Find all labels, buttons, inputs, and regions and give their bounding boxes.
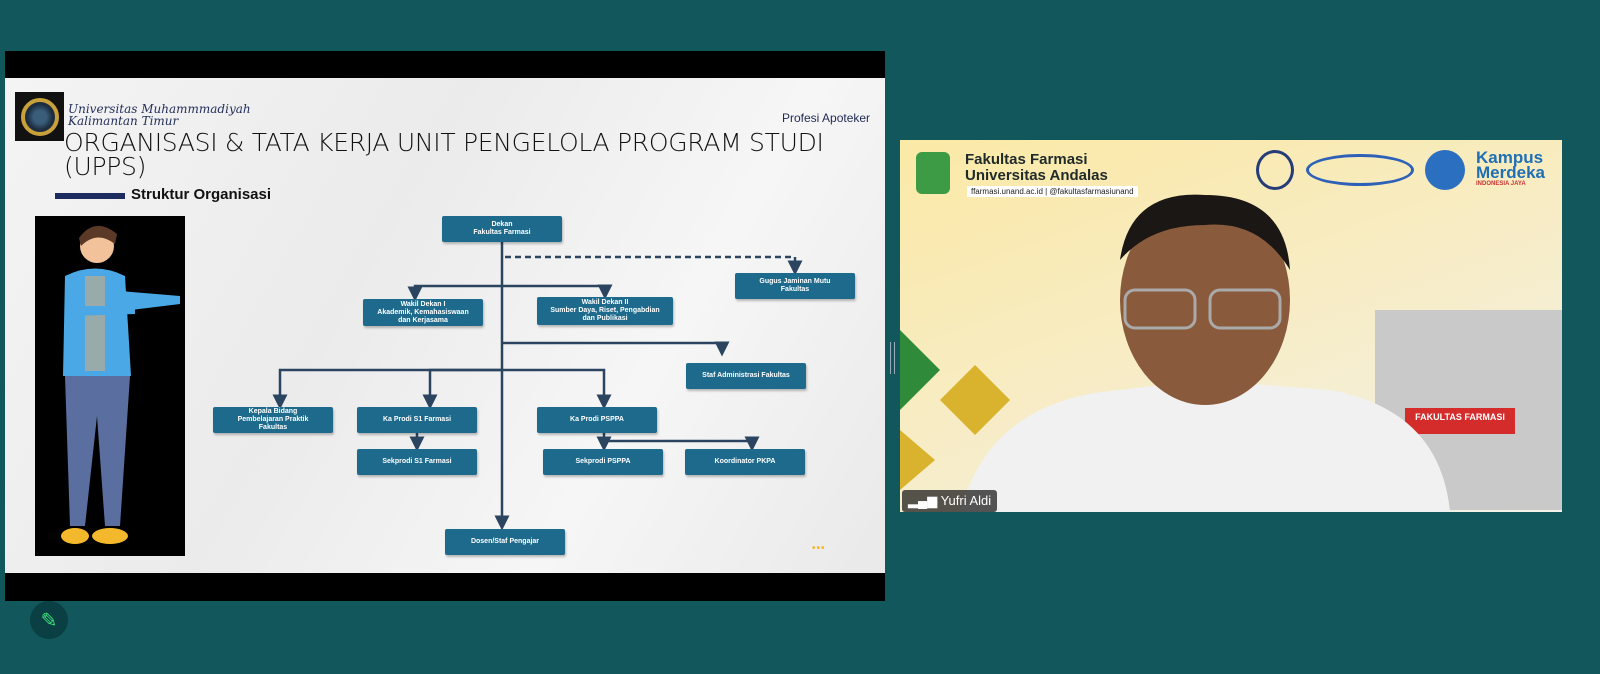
- org-box-dosen: Dosen/Staf Pengajar: [445, 529, 565, 555]
- org-box-wakil-dekan-1: Wakil Dekan I Akademik, Kemahasiswaan da…: [363, 299, 483, 326]
- participant-name: Yufri Aldi: [940, 493, 992, 508]
- org-box-gugus: Gugus Jaminan Mutu Fakultas: [735, 273, 855, 299]
- org-box-staf-admin: Staf Administrasi Fakultas: [686, 363, 806, 389]
- unand-logo: [916, 152, 950, 194]
- participant-name-tag: ▂▄▆ Yufri Aldi: [902, 490, 998, 512]
- slide-title: ORGANISASI & TATA KERJA UNIT PENGELOLA P…: [64, 128, 824, 181]
- faculty-line: Universitas Andalas: [965, 167, 1108, 184]
- pencil-icon: ✎: [40, 609, 58, 632]
- org-box-dekan: Dekan Fakultas Farmasi: [442, 216, 562, 242]
- kampus-sub: INDONESIA JAYA: [1476, 181, 1526, 187]
- slide-subtitle: Struktur Organisasi: [131, 186, 272, 203]
- faculty-line: Fakultas Farmasi: [965, 151, 1088, 168]
- annotate-button[interactable]: ✎: [30, 601, 68, 639]
- org-box-sekprodi-psppa: Sekprodi PSPPA: [543, 449, 663, 475]
- university-logo: [15, 92, 64, 141]
- lamkes-logo: [1256, 150, 1294, 190]
- kemendikbud-logo: [1425, 150, 1465, 190]
- building-sign: FAKULTAS FARMASI: [1415, 412, 1505, 422]
- video-background: [900, 194, 1562, 512]
- org-box-wakil-dekan-2: Wakil Dekan II Sumber Daya, Riset, Penga…: [537, 297, 673, 325]
- program-label: Profesi Apoteker: [782, 111, 871, 125]
- org-box-koordinator: Koordinator PKPA: [685, 449, 805, 475]
- resize-handle[interactable]: [890, 342, 895, 374]
- university-line: Universitas Muhammmadiyah: [68, 102, 251, 116]
- kampus-line: Kampus: [1476, 148, 1544, 167]
- org-box-kaprodi-psppa: Ka Prodi PSPPA: [537, 407, 657, 433]
- character-illustration: [35, 216, 185, 556]
- slide-dots: •••: [812, 543, 826, 554]
- aun-qa-logo: [1306, 154, 1414, 186]
- org-box-sekprodi-s1: Sekprodi S1 Farmasi: [357, 449, 477, 475]
- university-line: Kalimantan Timur: [68, 114, 179, 128]
- signal-icon: ▂▄▆: [908, 493, 941, 508]
- org-box-kepala-bidang: Kepala Bidang Pembelajaran Praktik Fakul…: [213, 407, 333, 433]
- subtitle-bar: [55, 193, 125, 199]
- kampus-line: Merdeka: [1476, 163, 1545, 182]
- faculty-web: ffarmasi.unand.ac.id | @fakultasfarmasiu…: [967, 186, 1138, 197]
- org-box-kaprodi-s1: Ka Prodi S1 Farmasi: [357, 407, 477, 433]
